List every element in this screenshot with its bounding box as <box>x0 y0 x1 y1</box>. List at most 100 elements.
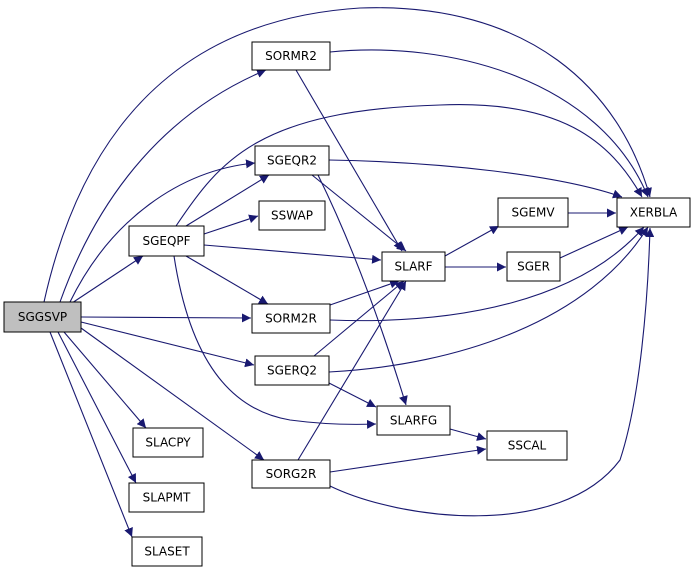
node-box[interactable] <box>251 459 331 489</box>
node-sscal[interactable]: SSCAL <box>486 430 568 461</box>
edge-sorm2r-to-slarf <box>329 279 400 306</box>
edge-line <box>328 159 623 199</box>
node-label: SSCAL <box>508 439 547 453</box>
node-slarf[interactable]: SLARF <box>381 251 446 282</box>
node-sormr2[interactable]: SORMR2 <box>251 41 331 71</box>
edge-line <box>203 214 259 235</box>
node-box[interactable] <box>497 197 569 228</box>
edge-line <box>444 225 500 257</box>
edge-line <box>185 255 269 305</box>
node-box[interactable] <box>376 405 451 436</box>
node-label: SSWAP <box>271 209 313 223</box>
edge-line <box>317 174 408 406</box>
node-label: SLASET <box>144 545 190 559</box>
edge-sgeqpf-to-sorm2r <box>185 255 269 305</box>
node-box[interactable] <box>486 430 568 461</box>
node-xerbla[interactable]: XERBLA <box>616 197 691 228</box>
node-label: SGGSVP <box>18 310 67 324</box>
node-slacpy[interactable]: SLACPY <box>132 427 204 458</box>
edge-sgeqr2-to-slarf <box>311 174 407 252</box>
node-sswap[interactable]: SSWAP <box>258 200 326 231</box>
node-sorg2r[interactable]: SORG2R <box>251 459 331 489</box>
edge-line <box>173 255 377 429</box>
node-box[interactable] <box>616 197 691 228</box>
edge-line <box>329 445 487 473</box>
node-label: SLARF <box>394 260 432 274</box>
edge-sggsvp-to-sorg2r <box>80 327 265 461</box>
node-box[interactable] <box>506 251 561 282</box>
edge-line <box>328 382 377 408</box>
edge-line <box>80 321 255 368</box>
node-box[interactable] <box>381 251 446 282</box>
node-label: SLACPY <box>145 436 191 450</box>
node-label: SORG2R <box>266 467 317 481</box>
edge-sgeqpf-to-slarfg <box>173 255 377 429</box>
edge-sgerq2-to-slarf <box>313 280 405 357</box>
edge-line <box>49 331 133 538</box>
node-box[interactable] <box>251 303 331 334</box>
node-label: SORM2R <box>265 312 317 326</box>
node-box[interactable] <box>251 41 331 71</box>
edge-sgeqr2-to-slarfg <box>317 174 408 406</box>
node-sgemv[interactable]: SGEMV <box>497 197 569 228</box>
edge-line <box>311 174 407 252</box>
node-label: SLAPMT <box>143 491 191 505</box>
node-slaset[interactable]: SLASET <box>131 536 203 567</box>
node-sggsvp[interactable]: SGGSVP <box>3 301 82 333</box>
node-sorm2r[interactable]: SORM2R <box>251 303 331 334</box>
edge-sorg2r-to-sscal <box>329 445 487 473</box>
node-box[interactable] <box>254 355 330 386</box>
node-sger[interactable]: SGER <box>506 251 561 282</box>
node-sgeqpf[interactable]: SGEQPF <box>128 225 205 257</box>
edge-sggsvp-to-sormr2 <box>59 69 267 303</box>
node-box[interactable] <box>128 482 205 513</box>
edge-line <box>63 331 147 429</box>
node-box[interactable] <box>131 536 203 567</box>
edge-line <box>80 327 265 461</box>
edge-line <box>559 226 629 259</box>
node-box[interactable] <box>258 200 326 231</box>
edge-line <box>185 174 270 227</box>
edge-sorm2r-to-xerbla <box>329 226 645 322</box>
edge-line <box>313 280 405 357</box>
node-box[interactable] <box>3 301 82 333</box>
edge-line <box>59 69 267 303</box>
node-label: SGEMV <box>511 206 555 220</box>
edge-sggsvp-to-slaset <box>49 331 133 538</box>
edge-sggsvp-to-slapmt <box>57 331 137 484</box>
edges-layer <box>43 7 655 538</box>
edge-line <box>80 313 252 323</box>
node-slapmt[interactable]: SLAPMT <box>128 482 205 513</box>
edge-sggsvp-to-sorm2r <box>80 313 252 323</box>
edge-sgeqpf-to-sswap <box>203 214 259 235</box>
node-sgeqr2[interactable]: SGEQR2 <box>254 145 330 176</box>
edge-line <box>57 331 137 484</box>
edge-sggsvp-to-sgerq2 <box>80 321 255 368</box>
edge-line <box>43 7 652 303</box>
node-sgerq2[interactable]: SGERQ2 <box>254 355 330 386</box>
edge-sgeqpf-to-xerbla <box>175 104 643 227</box>
edge-slarfg-to-sscal <box>449 428 487 441</box>
edge-line <box>175 104 643 227</box>
edge-sgeqr2-to-xerbla <box>328 159 623 199</box>
node-box[interactable] <box>132 427 204 458</box>
node-label: SLARFG <box>390 414 437 428</box>
edge-line <box>329 227 655 517</box>
edge-sgeqpf-to-sgeqr2 <box>185 174 270 227</box>
edge-line <box>203 244 382 264</box>
node-label: SGEQPF <box>142 234 190 248</box>
node-box[interactable] <box>128 225 205 257</box>
edge-sgerq2-to-xerbla <box>328 226 649 373</box>
edge-sggsvp-to-sgeqpf <box>71 255 144 304</box>
node-label: SGERQ2 <box>267 364 317 378</box>
node-box[interactable] <box>254 145 330 176</box>
edge-sgeqpf-to-slarf <box>203 244 382 264</box>
edge-line <box>329 279 400 306</box>
edge-sger-to-xerbla <box>559 226 629 259</box>
node-slarfg[interactable]: SLARFG <box>376 405 451 436</box>
edge-slarf-to-sgemv <box>444 225 500 257</box>
edge-sggsvp-to-xerbla <box>43 7 652 303</box>
edge-line <box>69 159 256 303</box>
edge-line <box>329 49 649 198</box>
